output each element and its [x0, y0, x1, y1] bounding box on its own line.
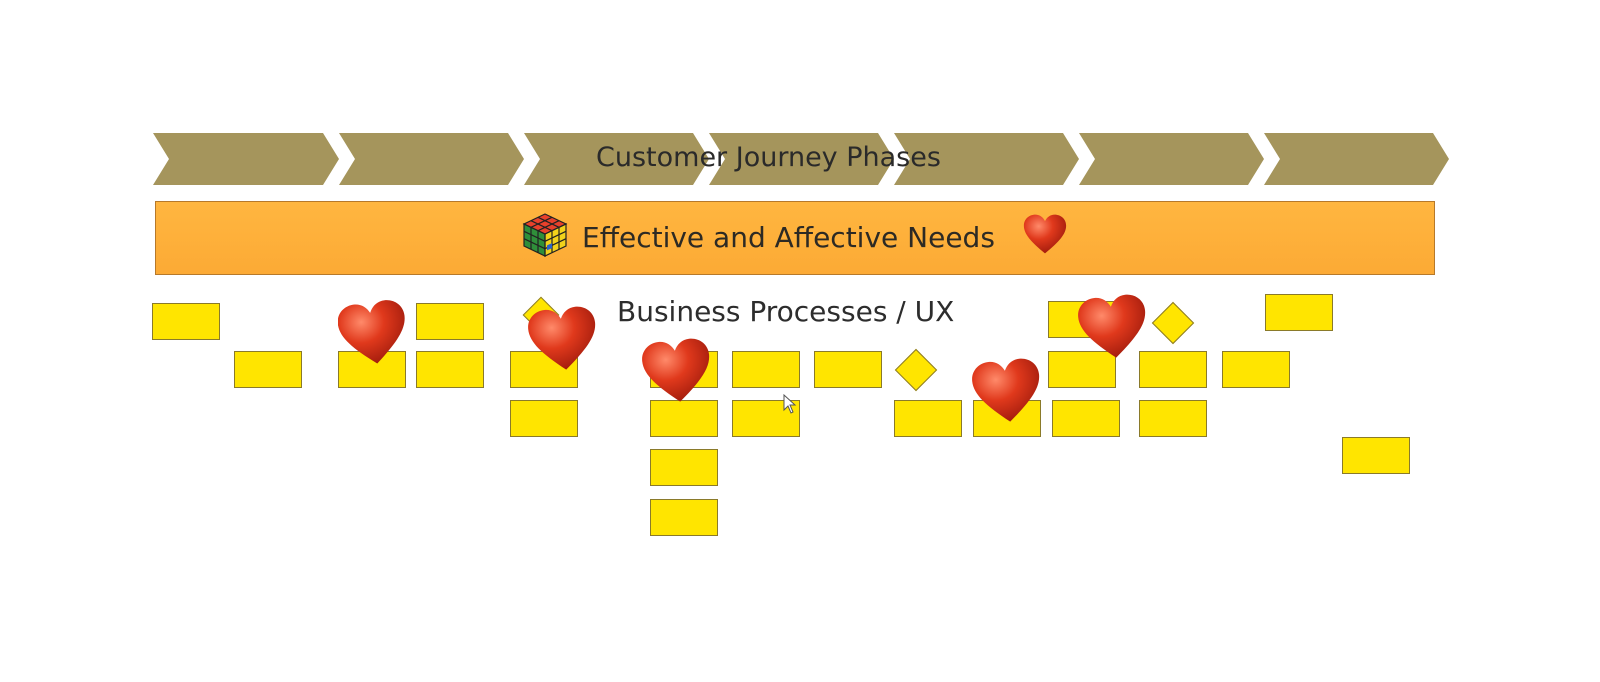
process-note [650, 400, 718, 437]
phase-chevron-2 [339, 133, 524, 185]
process-note [416, 351, 484, 388]
processes-label: Business Processes / UX [617, 295, 955, 328]
phase-chevron-5 [894, 133, 1079, 185]
heart-icon [338, 300, 405, 364]
process-note [1222, 351, 1290, 388]
needs-band [155, 201, 1435, 275]
phases-label: Customer Journey Phases [596, 142, 941, 173]
process-note [894, 400, 962, 437]
process-note [510, 400, 578, 437]
process-note [1265, 294, 1333, 331]
process-note [1139, 400, 1207, 437]
needs-label: Effective and Affective Needs [582, 221, 995, 254]
heart-icon [1023, 214, 1067, 254]
phase-chevron-7 [1264, 133, 1449, 185]
phase-chevron-1 [153, 133, 339, 185]
process-note [1052, 400, 1120, 437]
heart-icon [528, 306, 596, 370]
process-note [416, 303, 484, 340]
process-note [234, 351, 302, 388]
process-note [1048, 351, 1116, 388]
process-note [152, 303, 220, 340]
process-note [650, 499, 718, 536]
process-note [650, 449, 718, 486]
process-note [1342, 437, 1410, 474]
phase-chevron-3 [524, 133, 709, 185]
process-note [732, 351, 800, 388]
heart-icon [1078, 294, 1146, 358]
heart-icon [642, 338, 710, 402]
rubiks-cube-icon [522, 213, 568, 257]
heart-icon [972, 358, 1040, 422]
phase-chevron-4 [709, 133, 894, 185]
process-note [814, 351, 882, 388]
phase-chevron-6 [1079, 133, 1264, 185]
process-note [1139, 351, 1207, 388]
mouse-cursor-icon [783, 394, 797, 414]
